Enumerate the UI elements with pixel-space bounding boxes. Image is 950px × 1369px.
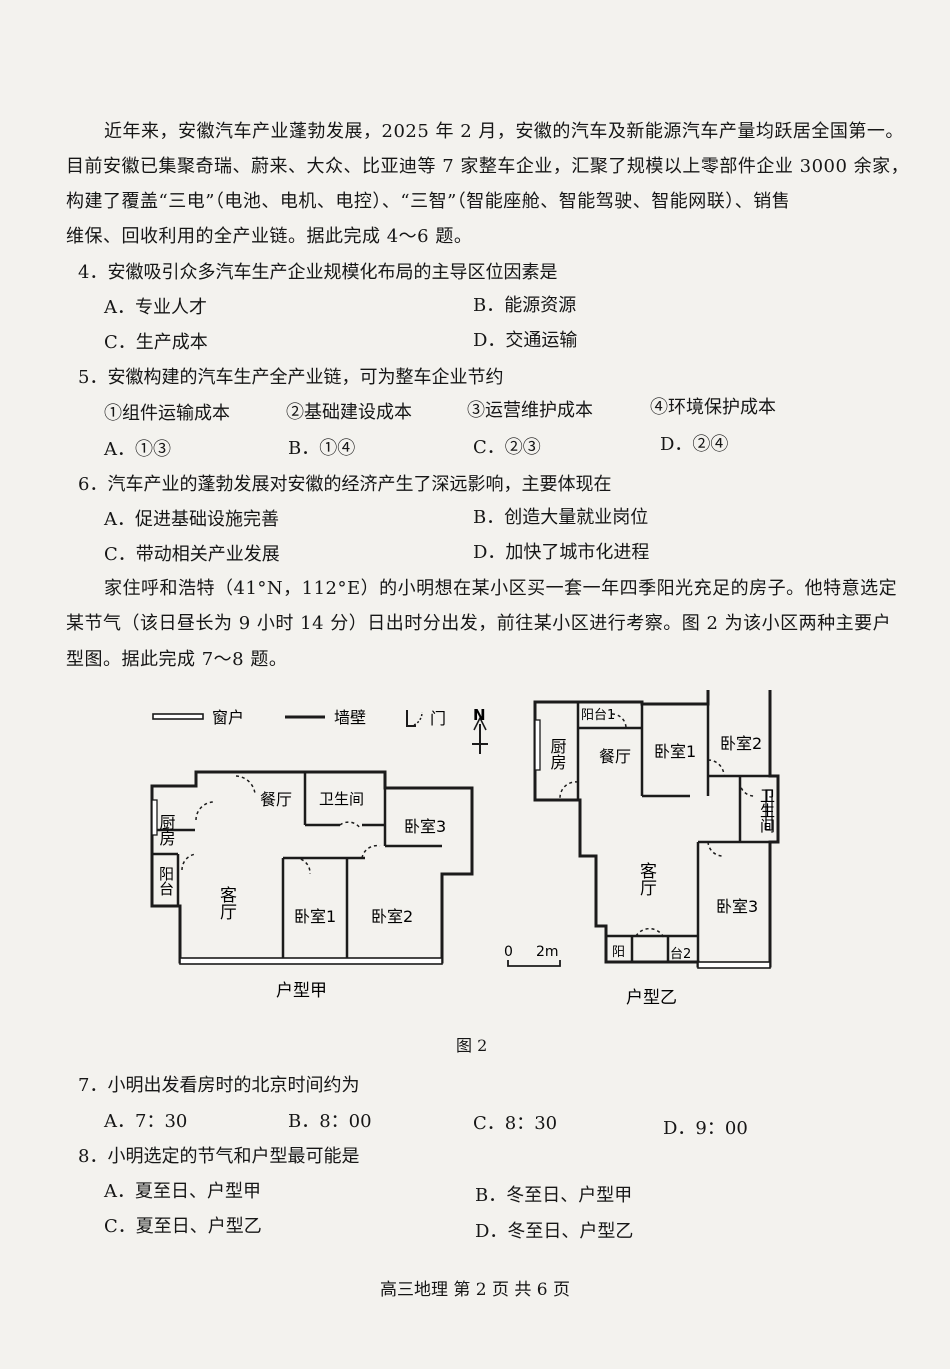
- legend-door-label: 门: [430, 709, 446, 728]
- question-8-option-c[interactable]: C．夏至日、户型乙: [104, 1216, 262, 1237]
- plan-a-bed2-label: 卧室2: [371, 907, 413, 926]
- question-6-option-a[interactable]: A．促进基础设施完善: [104, 509, 279, 530]
- question-5-option-c[interactable]: C．②③: [473, 437, 541, 458]
- plan-a-bath-label: 卫生间: [319, 790, 364, 808]
- question-6-option-c[interactable]: C．带动相关产业发展: [104, 544, 280, 565]
- plan-b: [533, 690, 780, 969]
- figure-caption: 图 2: [456, 1036, 488, 1055]
- plan-a-dining-label: 餐厅: [260, 790, 292, 809]
- question-5-option-d[interactable]: D．②④: [660, 434, 729, 455]
- passage1-line-2: 目前安徽已集聚奇瑞、蔚来、大众、比亚迪等 7 家整车企业，汇聚了规模以上零部件企…: [66, 156, 910, 177]
- plan-a-bed3-label: 卧室3: [404, 817, 446, 836]
- plan-b-balcony2-label-b: 台2: [670, 947, 691, 962]
- passage1-line-4: 维保、回收利用的全产业链。据此完成 4～6 题。: [66, 226, 473, 247]
- floor-plan-figure: 窗户 墙壁 门 N 厨房 餐厅 卫生间 卧室3 阳台 客厅 卧室1 卧室2 户型…: [150, 690, 780, 1008]
- question-4-option-a[interactable]: A．专业人才: [104, 297, 207, 318]
- plan-b-balcony2-label-a: 阳: [612, 945, 625, 960]
- plan-b-title: 户型乙: [626, 988, 677, 1008]
- plan-a-kitchen-label: 厨房: [157, 814, 176, 847]
- question-6-stem: 6．汽车产业的蓬勃发展对安徽的经济产生了深远影响，主要体现在: [78, 474, 612, 495]
- question-5-option-b[interactable]: B．①④: [288, 438, 356, 459]
- passage2-line-1: 家住呼和浩特（41°N，112°E）的小明想在某小区买一套一年四季阳光充足的房子…: [104, 578, 898, 599]
- north-label: N: [473, 706, 486, 724]
- question-4-option-c[interactable]: C．生产成本: [104, 332, 208, 353]
- question-5-item-2: ②基础建设成本: [286, 402, 412, 423]
- plan-b-balcony1-label: 阳台1: [581, 708, 615, 723]
- question-8-option-b[interactable]: B．冬至日、户型甲: [475, 1185, 633, 1206]
- question-4-option-b[interactable]: B．能源资源: [473, 295, 577, 316]
- legend-window-symbol: [152, 713, 204, 720]
- legend-window-label: 窗户: [212, 708, 244, 727]
- question-7-option-b[interactable]: B．8：00: [288, 1111, 372, 1132]
- scale-distance-label: 2m: [536, 944, 559, 960]
- question-5-item-1: ①组件运输成本: [104, 403, 230, 424]
- question-7-option-c[interactable]: C．8：30: [473, 1113, 558, 1134]
- plan-a-living-label: 客厅: [216, 886, 237, 920]
- question-5-item-4: ④环境保护成本: [650, 397, 776, 418]
- question-4-stem: 4．安徽吸引众多汽车生产企业规模化布局的主导区位因素是: [78, 262, 558, 283]
- question-4-option-d[interactable]: D．交通运输: [473, 330, 578, 351]
- question-8-option-a[interactable]: A．夏至日、户型甲: [104, 1181, 261, 1202]
- plan-b-bed3-label: 卧室3: [716, 897, 758, 916]
- question-7-option-a[interactable]: A．7：30: [104, 1111, 188, 1132]
- plan-a-title: 户型甲: [276, 981, 327, 1001]
- legend: [152, 710, 488, 754]
- page-footer: 高三地理 第 2 页 共 6 页: [379, 1280, 571, 1300]
- passage2-line-2: 某节气（该日昼长为 9 小时 14 分）日出时分出发，前往某小区进行考察。图 2…: [66, 613, 892, 634]
- scale-bar: [507, 960, 561, 967]
- question-8-option-d[interactable]: D．冬至日、户型乙: [475, 1221, 634, 1242]
- plan-a: [150, 770, 474, 965]
- plan-b-outline: [533, 690, 780, 968]
- plan-b-dining-label: 餐厅: [599, 747, 631, 766]
- question-7-stem: 7．小明出发看房时的北京时间约为: [78, 1075, 360, 1096]
- plan-b-living-label: 客厅: [636, 862, 657, 896]
- question-8-stem: 8．小明选定的节气和户型最可能是: [78, 1146, 360, 1167]
- plan-b-bath-label: 卫生间: [758, 788, 776, 834]
- plan-a-balcony-label: 阳台: [157, 866, 175, 896]
- scale-zero-label: 0: [504, 944, 513, 960]
- plan-a-bed1-label: 卧室1: [294, 907, 336, 926]
- passage1-line-3: 构建了覆盖“三电”（电池、电机、电控）、“三智”（智能座舱、智能驾驶、智能网联）…: [66, 191, 791, 212]
- passage1-line-1: 近年来，安徽汽车产业蓬勃发展，2025 年 2 月，安徽的汽车及新能源汽车产量均…: [104, 121, 904, 142]
- legend-wall-label: 墙壁: [334, 708, 366, 727]
- question-6-option-d[interactable]: D．加快了城市化进程: [473, 542, 650, 563]
- question-7-option-d[interactable]: D．9：00: [663, 1118, 748, 1139]
- plan-b-kitchen-label: 厨房: [548, 738, 567, 771]
- legend-door-arc: [413, 711, 423, 726]
- question-5-item-3: ③运营维护成本: [467, 400, 593, 421]
- plan-b-bed2-label: 卧室2: [720, 734, 762, 753]
- legend-door-symbol: [406, 710, 416, 727]
- question-5-option-a[interactable]: A．①③: [104, 439, 171, 460]
- plan-a-outline: [150, 770, 474, 964]
- question-5-stem: 5．安徽构建的汽车生产全产业链，可为整车企业节约: [78, 367, 504, 388]
- passage2-line-3: 型图。据此完成 7～8 题。: [66, 649, 288, 670]
- plan-b-bed1-label: 卧室1: [654, 742, 696, 761]
- question-6-option-b[interactable]: B．创造大量就业岗位: [473, 507, 649, 528]
